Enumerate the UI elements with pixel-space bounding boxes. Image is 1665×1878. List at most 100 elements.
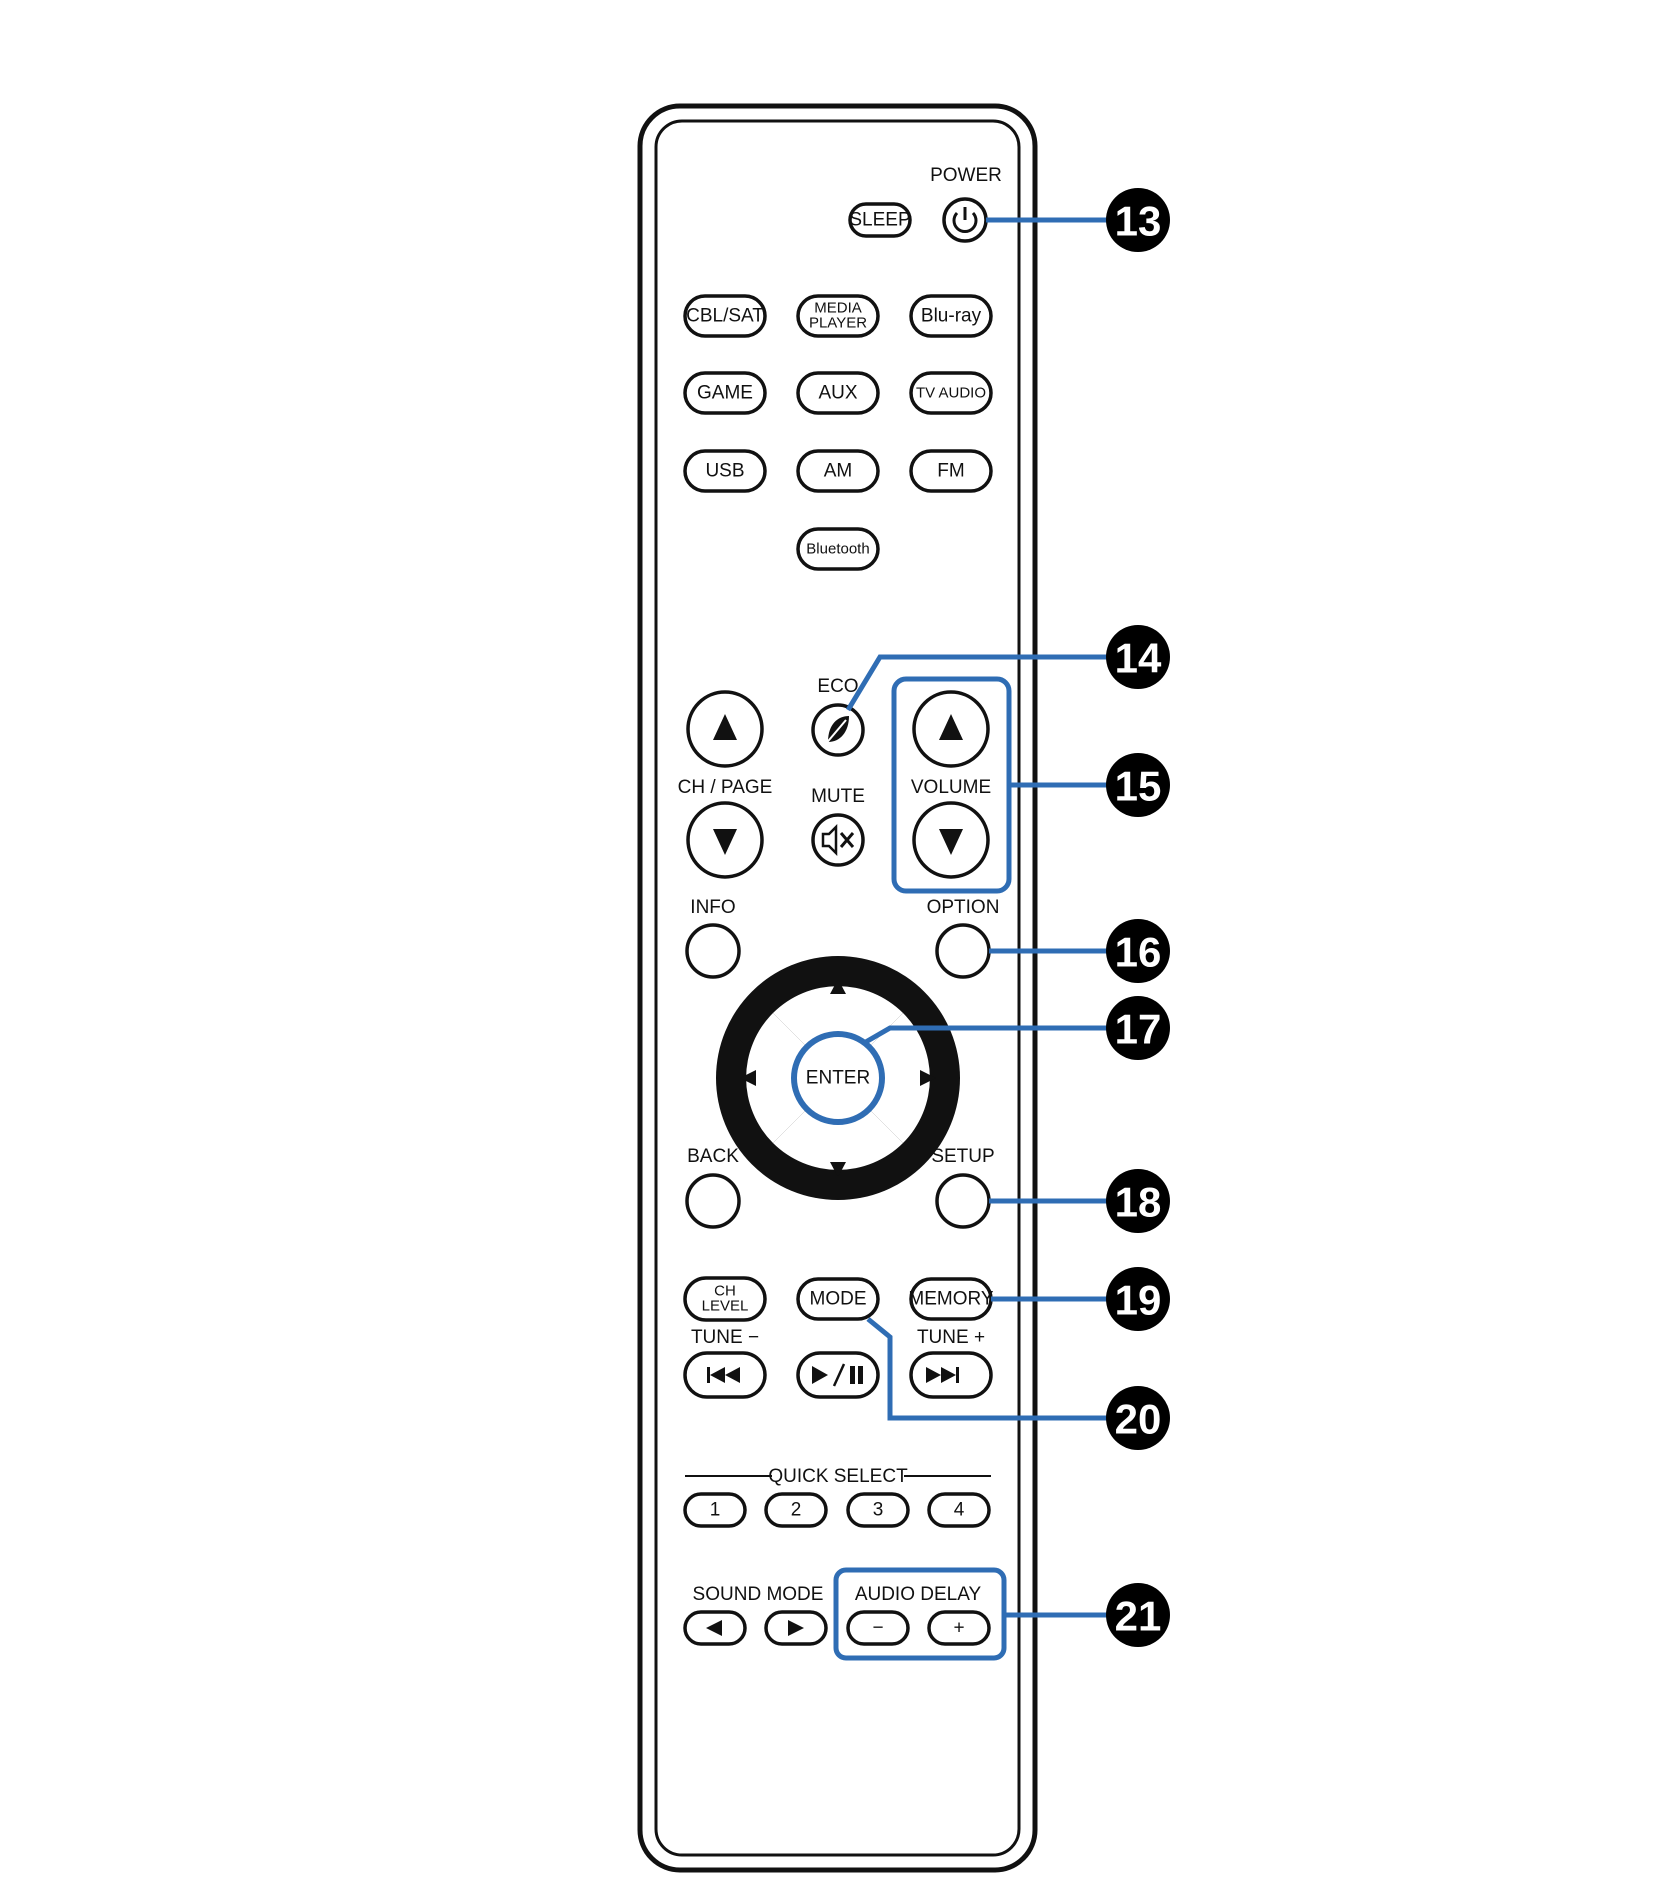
cursor-left-button[interactable] [740, 1013, 814, 1143]
info-label: INFO [690, 897, 735, 918]
ch-level-label: CH [714, 1283, 736, 1300]
eco-button[interactable] [811, 703, 865, 757]
option-label: OPTION [927, 897, 1000, 918]
volume-down-button[interactable] [912, 801, 990, 879]
source-button-fm[interactable]: FM [909, 449, 993, 493]
triangle-up-icon [830, 979, 846, 994]
source-button-am[interactable]: AM [796, 449, 880, 493]
quick-select-3-button[interactable]: 3 [846, 1492, 910, 1528]
audio-delay-label: AUDIO DELAY [855, 1584, 982, 1605]
quick-select-number: 1 [710, 1500, 721, 1521]
source-label: MEDIA [814, 300, 862, 317]
triangle-left-icon [706, 1620, 722, 1636]
source-button-media-player[interactable]: MEDIA PLAYER [796, 294, 880, 338]
callout-number: 19 [1115, 1277, 1162, 1324]
callout-badge-18: 18 [1106, 1169, 1170, 1233]
source-button-usb[interactable]: USB [683, 449, 767, 493]
quick-select-4-button[interactable]: 4 [927, 1492, 991, 1528]
sound-mode-label: SOUND MODE [693, 1584, 824, 1605]
tune-plus-label: TUNE + [917, 1327, 985, 1348]
tune-minus-label: TUNE − [691, 1327, 759, 1348]
audio-delay-plus-button[interactable]: + [927, 1610, 991, 1646]
callout-number: 13 [1115, 198, 1162, 245]
source-button-tv-audio[interactable]: TV AUDIO [909, 371, 993, 415]
source-label: Bluetooth [806, 541, 869, 558]
callout-number: 20 [1115, 1396, 1162, 1443]
callout-badge-15: 15 [1106, 753, 1170, 817]
triangle-down-icon [830, 1162, 846, 1177]
ch-page-label: CH / PAGE [678, 777, 773, 798]
power-button[interactable] [942, 197, 988, 243]
source-label: Blu-ray [921, 306, 982, 327]
ch-page-up-button[interactable] [686, 690, 764, 768]
sound-mode-right-button[interactable] [764, 1610, 828, 1646]
volume-up-button[interactable] [912, 690, 990, 768]
quick-select-number: 3 [873, 1500, 884, 1521]
back-label: BACK [687, 1146, 739, 1167]
cursor-right-button[interactable] [862, 1013, 936, 1143]
triangle-down-icon [713, 829, 737, 855]
source-label: AUX [818, 383, 857, 404]
callout-number: 16 [1115, 929, 1162, 976]
enter-button[interactable]: ENTER [791, 1031, 885, 1125]
previous-track-button[interactable] [683, 1351, 767, 1399]
callout-badge-14: 14 [1106, 625, 1170, 689]
next-track-button[interactable] [909, 1351, 993, 1399]
quick-select-number: 4 [954, 1500, 965, 1521]
ch-level-label: LEVEL [702, 1298, 749, 1315]
source-label: FM [937, 461, 964, 482]
play-pause-button[interactable] [796, 1351, 880, 1399]
sleep-button[interactable]: SLEEP [848, 202, 912, 238]
mode-label: MODE [810, 1289, 867, 1310]
quick-select-2-button[interactable]: 2 [764, 1492, 828, 1528]
source-label: USB [705, 461, 744, 482]
callout-badge-19: 19 [1106, 1267, 1170, 1331]
memory-label: MEMORY [908, 1289, 993, 1310]
setup-label: SETUP [931, 1146, 994, 1167]
leaf-icon [823, 716, 849, 747]
callout-number: 21 [1115, 1593, 1162, 1640]
callout-lines [833, 217, 1112, 1661]
triangle-left-icon [740, 1070, 756, 1086]
play-pause-icon [812, 1363, 863, 1387]
quick-select-label: QUICK SELECT [768, 1466, 908, 1487]
source-button-bluetooth[interactable]: Bluetooth [796, 527, 880, 571]
ch-page-down-button[interactable] [686, 801, 764, 879]
mute-speaker-icon [821, 823, 855, 857]
source-button-game[interactable]: GAME [683, 371, 767, 415]
skip-back-icon [707, 1367, 740, 1383]
callout-badge-20: 20 [1106, 1386, 1170, 1450]
triangle-up-icon [713, 714, 737, 740]
audio-delay-minus-button[interactable]: − [846, 1610, 910, 1646]
callout-number: 18 [1115, 1179, 1162, 1226]
callout-badge-17: 17 [1106, 996, 1170, 1060]
enter-label: ENTER [806, 1068, 870, 1089]
triangle-right-icon [920, 1070, 936, 1086]
triangle-right-icon [788, 1620, 804, 1636]
source-label: AM [824, 461, 853, 482]
source-label: CBL/SAT [686, 306, 764, 327]
callout-number: 17 [1115, 1006, 1162, 1053]
back-button[interactable] [685, 1173, 741, 1229]
sleep-label: SLEEP [849, 210, 910, 231]
mute-label: MUTE [811, 786, 865, 807]
setup-button[interactable] [935, 1173, 991, 1229]
source-button-aux[interactable]: AUX [796, 371, 880, 415]
option-button[interactable] [935, 923, 991, 979]
sound-mode-left-button[interactable] [683, 1610, 747, 1646]
mode-button[interactable]: MODE [796, 1277, 880, 1321]
eco-label: ECO [817, 676, 858, 697]
ch-level-button[interactable]: CH LEVEL [683, 1276, 767, 1322]
callout-number: 15 [1115, 763, 1162, 810]
cursor-down-button[interactable] [773, 1102, 903, 1177]
mute-button[interactable] [811, 813, 865, 867]
source-button-cbl-sat[interactable]: CBL/SAT [683, 294, 767, 338]
skip-forward-icon [926, 1367, 959, 1383]
quick-select-1-button[interactable]: 1 [683, 1492, 747, 1528]
memory-button[interactable]: MEMORY [908, 1277, 994, 1321]
remote-inner-body [654, 119, 1021, 1857]
callout-badge-13: 13 [1106, 188, 1170, 252]
info-button[interactable] [685, 923, 741, 979]
source-button-bluray[interactable]: Blu-ray [909, 294, 993, 338]
